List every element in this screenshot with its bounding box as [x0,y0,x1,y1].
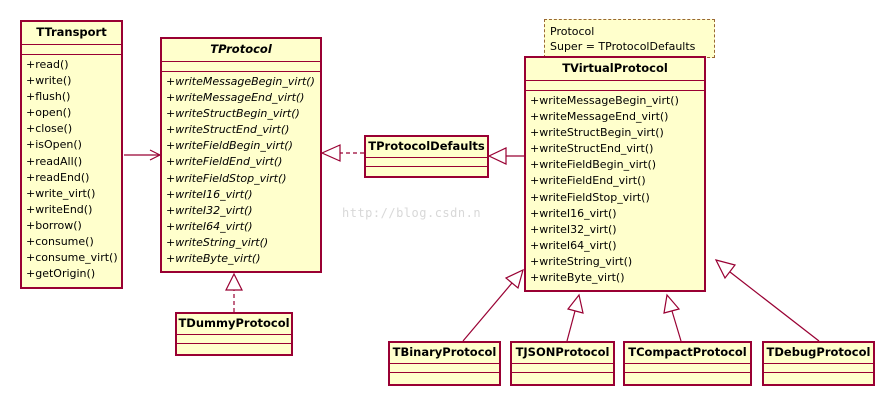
generalization-line-compact [671,310,682,342]
operation-item: +writeMessageEnd_virt() [530,110,669,124]
class-name: TDebugProtocol [766,345,871,359]
class-name: TBinaryProtocol [392,345,497,359]
class-tvirtualprotocol[interactable]: TVirtualProtocol +writeMessageBegin_virt… [524,56,706,292]
class-name: TProtocolDefaults [368,139,485,153]
attributes-section [390,363,499,372]
operation-item: +writeByte_virt() [166,252,261,266]
class-tprotocol[interactable]: TProtocol +writeMessageBegin_virt()+writ… [160,37,322,273]
class-tdummyprotocol[interactable]: TDummyProtocol [175,312,293,356]
operation-item: +write() [26,74,72,88]
operation-item: +writeFieldEnd_virt() [530,174,646,188]
class-tprotocoldefaults[interactable]: TProtocolDefaults [364,135,489,178]
class-name: TTransport [36,25,107,39]
operations-section [764,372,873,373]
operations-section [177,343,291,344]
note-line: Protocol [550,25,595,38]
attributes-section [177,334,291,343]
attributes-section [22,44,121,54]
class-tjsonprotocol[interactable]: TJSONProtocol [510,341,615,386]
operation-item: +writeI16_virt() [530,206,617,220]
operation-item: +writeMessageEnd_virt() [166,91,305,105]
generalization-line-binary [462,282,513,342]
attributes-section [162,61,320,71]
generalization-line-json [566,310,576,342]
operation-item: +flush() [26,90,71,104]
operation-item: +borrow() [26,218,82,232]
operation-item: +writeI32_virt() [166,203,253,217]
operation-item: +open() [26,106,72,120]
operation-item: +write_virt() [26,186,96,200]
class-name: TJSONProtocol [515,345,610,359]
operation-item: +writeByte_virt() [530,271,625,285]
note-super-typedef: Protocol Super = TProtocolDefaults [544,19,715,58]
watermark-text: http://blog.csdn.n [342,206,482,220]
generalization-arrowhead [487,147,507,165]
operation-item: +writeMessageBegin_virt() [166,75,315,88]
class-tdebugprotocol[interactable]: TDebugProtocol [762,341,875,386]
operation-item: +writeString_virt() [530,254,633,268]
class-ttransport[interactable]: TTransport +read() +write() +flush() +open(… [20,20,123,289]
operation-item: +writeFieldStop_virt() [166,171,287,185]
class-tcompactprotocol[interactable]: TCompactProtocol [623,341,752,386]
attributes-section [526,80,704,90]
class-name: TCompactProtocol [628,345,747,359]
class-tbinaryprotocol[interactable]: TBinaryProtocol [388,341,501,386]
note-line: Super = TProtocolDefaults [550,40,696,53]
operations-section: +read() +write() +flush() +open() +close() +i… [22,54,121,282]
operations-section: +writeMessageBegin_virt() +writeMessageEn… [162,71,320,267]
realization-arrowhead [225,272,243,291]
attributes-section [764,363,873,372]
operation-item: +writeMessageBegin_virt() [530,94,679,107]
generalization-arrowhead [566,293,584,314]
operation-item: +isOpen() [26,138,82,152]
operation-item: +writeI16_virt() [166,187,253,201]
realization-arrowhead [320,144,341,162]
operation-item: +writeFieldEnd_virt() [166,155,283,169]
class-name: TVirtualProtocol [562,61,668,75]
operation-item: +readAll() [26,154,83,168]
generalization-arrowhead [504,268,524,290]
operation-item: +writeStructEnd_virt() [166,123,290,137]
operations-section [366,166,487,167]
generalization-arrowhead [714,259,737,280]
operation-item: +writeFieldBegin_virt() [530,158,657,172]
operation-item: +read() [26,58,69,71]
operation-item: +consume_virt() [26,251,118,265]
operations-section: +writeMessageBegin_virt() +writeMessageEn… [526,90,704,286]
attributes-section [366,157,487,166]
operation-item: +readEnd() [26,170,90,184]
operation-item: +writeEnd() [26,202,93,216]
operations-section [625,372,750,373]
operation-item: +consume() [26,235,94,249]
operation-item: +writeStructEnd_virt() [530,142,654,156]
operation-item: +writeStructBegin_virt() [530,126,664,140]
class-name: TProtocol [210,42,272,56]
operation-item: +close() [26,122,73,136]
operation-item: +getOrigin() [26,267,96,281]
operation-item: +writeStructBegin_virt() [166,107,300,121]
class-name: TDummyProtocol [178,316,290,330]
operation-item: +writeI64_virt() [166,219,253,233]
operation-item: +writeFieldStop_virt() [530,190,650,204]
operation-item: +writeFieldBegin_virt() [166,139,293,153]
operation-item: +writeI32_virt() [530,222,617,236]
operations-section [512,372,613,373]
operations-section [390,372,499,373]
operation-item: +writeString_virt() [166,235,269,249]
generalization-line-debug [729,271,820,342]
attributes-section [512,363,613,372]
operation-item: +writeI64_virt() [530,238,617,252]
attributes-section [625,363,750,372]
generalization-arrowhead [663,293,681,314]
